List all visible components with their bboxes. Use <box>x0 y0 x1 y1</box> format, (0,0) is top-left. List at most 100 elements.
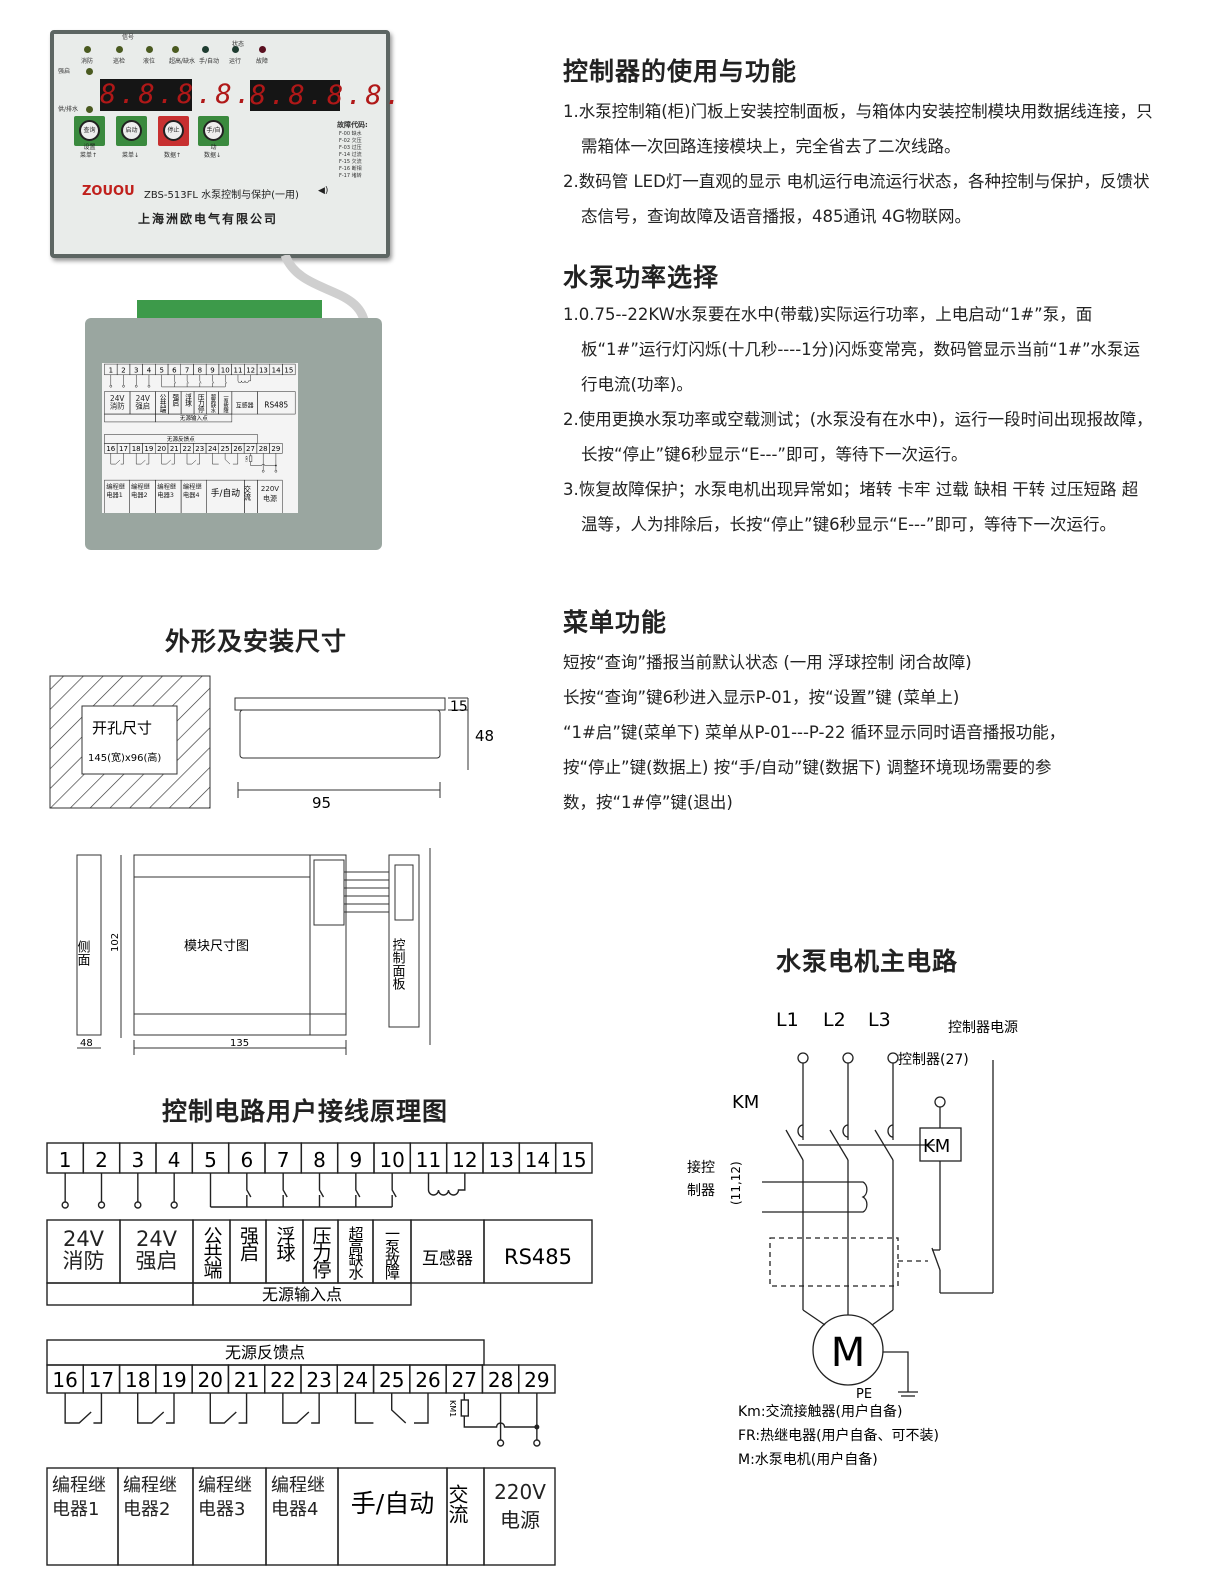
speaker-icon: ◀) <box>318 186 329 196</box>
function-label: 浮球 <box>274 1226 296 1262</box>
company-name: 上海洲欧电气有限公司 <box>138 212 279 226</box>
led-label: 消防 <box>81 58 94 65</box>
output-label-box: 编程继电器4 <box>271 1475 325 1520</box>
function-label: 公共端 <box>158 394 166 414</box>
function-label-box: 24V强启 <box>135 394 151 411</box>
relay-contact <box>110 453 124 465</box>
relay-contact <box>64 1393 103 1424</box>
power-item: 2.使用更换水泵功率或空载测试；(水泵没有在水中)，运行一段时间出现报故障，长按… <box>563 410 1153 464</box>
relay-contact <box>135 453 150 465</box>
button-text: 启动 <box>121 120 142 141</box>
function-label: 一泵故障 <box>383 1226 401 1280</box>
fault-code: F-00 缺水 <box>339 131 362 137</box>
dimension-drawing: 开孔尺寸 145(宽)x96(高) 15 48 95 侧面 102 48 模块尺… <box>49 675 494 1055</box>
terminal-number: 7 <box>277 1148 290 1172</box>
group-cell <box>155 413 233 423</box>
dim-135: 135 <box>230 1038 249 1049</box>
output-label-box: 编程继电器2 <box>123 1475 177 1520</box>
output-label-box: 编程继电器1 <box>52 1475 106 1520</box>
function-label: 公共端 <box>201 1226 223 1279</box>
led-label: 运行 <box>229 58 242 65</box>
panel-side-view <box>239 709 441 759</box>
button-caption: 数据↓ <box>204 152 222 159</box>
terminal-number: 18 <box>125 1368 150 1392</box>
terminal-number: 22 <box>270 1368 295 1392</box>
group-cell <box>192 1282 412 1306</box>
fault-code: F-17 堵转 <box>339 173 362 179</box>
panel-button-1[interactable]: 启动 <box>116 116 147 146</box>
terminal-number: 27 <box>452 1368 477 1392</box>
terminal-number: 17 <box>89 1368 114 1392</box>
fault-code: F-16 断相 <box>339 166 362 172</box>
passive-input-label: 无源输入点 <box>262 1285 342 1304</box>
panel-button-2[interactable]: 停止 <box>158 116 189 146</box>
output-label: 手/自动 <box>211 487 240 499</box>
module-outline <box>133 854 347 1036</box>
terminal-number: 25 <box>221 444 230 453</box>
output-label-box: 编程继电器1 <box>106 483 125 499</box>
status-led <box>172 46 179 53</box>
dim-102: 102 <box>110 933 121 952</box>
passive-input-label: 无源输入点 <box>180 414 208 422</box>
usage-item: 1.水泵控制箱(柜)门板上安装控制面板，与箱体内安装控制模块用数据线连接，只需箱… <box>563 102 1153 156</box>
status-led <box>232 46 239 53</box>
function-label: 互感器 <box>422 1249 473 1269</box>
controller-panel-photo: 信号 状态 8.8.8.8. 8.8.8.8. 故障代码: ZOUOU ZBS-… <box>50 30 401 258</box>
panel-button-3[interactable]: 手/自动 <box>198 116 229 151</box>
menu-line: “1#启”键(菜单下) 菜单从P-01---P-22 循环显示同时语音播报功能， <box>563 723 1066 742</box>
terminal-number: 4 <box>168 1148 181 1172</box>
terminal-number: 15 <box>284 366 293 375</box>
output-label: 220V电源 <box>494 1480 546 1532</box>
terminal-number: 29 <box>524 1368 549 1392</box>
wiring-title: 控制电路用户接线原理图 <box>162 1097 449 1126</box>
model-name: ZBS-513FL 水泵控制与保护(一用) <box>144 190 299 201</box>
output-label: 手/自动 <box>351 1489 434 1518</box>
passive-feedback-label: 无源反馈点 <box>225 1343 305 1362</box>
output-label-box: 220V电源 <box>494 1480 546 1532</box>
controller-27-label: 控制器(27) <box>898 1052 969 1068</box>
relay-contact <box>161 453 175 465</box>
terminal-number: 23 <box>195 444 204 453</box>
output-label: 编程继电器4 <box>271 1475 325 1520</box>
wiring-lines <box>46 1142 593 1566</box>
status-led <box>116 46 123 53</box>
dimensions-title: 外形及安装尺寸 <box>165 627 348 656</box>
function-label-box: 24V消防 <box>63 1228 105 1272</box>
brand-logo: ZOUOU <box>82 184 135 199</box>
function-label: 24V消防 <box>109 394 125 411</box>
terminal-number: 27 <box>246 444 255 453</box>
led-label: 超高/缺水 <box>169 58 196 65</box>
km1-label: KM1 <box>448 1400 457 1417</box>
output-label: 编程继电器4 <box>182 482 202 499</box>
panel-button-0[interactable]: 查询设置 <box>74 116 105 151</box>
km1-label: KM1 <box>244 456 248 462</box>
terminal-number: 14 <box>525 1148 550 1172</box>
L1-label: L1 <box>776 1009 799 1031</box>
status-led <box>86 68 93 75</box>
fault-code: F-03 过压 <box>339 145 362 151</box>
terminal-number: 8 <box>313 1148 326 1172</box>
cutout-size: 145(宽)x96(高) <box>88 751 161 764</box>
terminal-number: 1 <box>109 366 113 375</box>
output-label: 220V电源 <box>260 484 280 503</box>
terminal-number: 1 <box>59 1148 72 1172</box>
function-label: 压力停 <box>310 1226 332 1279</box>
output-label-box: 编程继电器4 <box>182 482 202 499</box>
terminal-number: 20 <box>198 1368 223 1392</box>
relay-contact <box>209 1393 248 1424</box>
status-led <box>202 46 209 53</box>
terminal-number: 10 <box>379 1148 404 1172</box>
legend-fr: FR:热继电器(用户自备、可不装) <box>738 1427 939 1444</box>
function-label: 24V强启 <box>135 394 151 411</box>
terminal-number: 10 <box>221 366 230 375</box>
terminal-number: 24 <box>208 444 217 453</box>
terminal-number: 23 <box>306 1368 331 1392</box>
legend-m: M:水泵电机(用户自备) <box>738 1451 878 1468</box>
terminal-number: 12 <box>246 366 255 375</box>
usage-item: 2.数码管 LED灯一直观的显示 电机运行电流运行状态，各种控制与保护，反馈状态… <box>563 172 1150 226</box>
led-label: 手/自动 <box>199 58 220 65</box>
usage-title: 控制器的使用与功能 <box>563 57 798 86</box>
dim-48-side: 48 <box>80 1038 93 1049</box>
function-label: 浮球 <box>184 393 192 407</box>
motor-label: M <box>831 1330 866 1376</box>
